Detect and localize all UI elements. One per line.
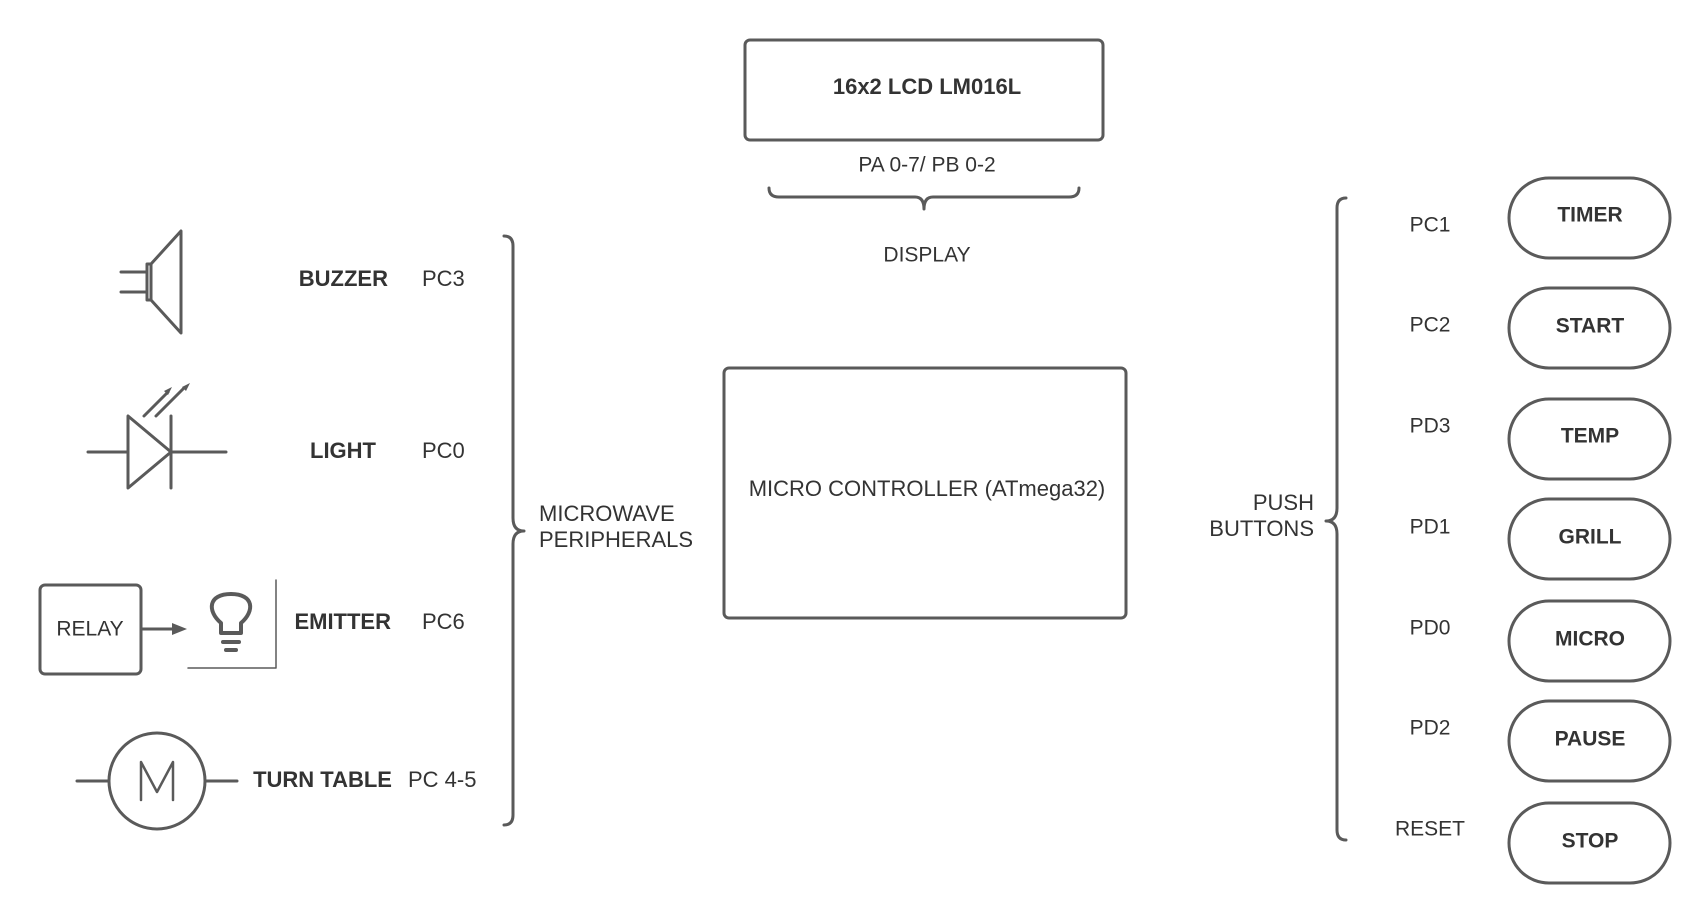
- button-port-timer: PC1: [1410, 214, 1451, 237]
- lightbulb-frame: [187, 579, 277, 669]
- button-port-micro: PD0: [1410, 617, 1451, 640]
- peripheral-port-turn-table: PC 4-5: [408, 767, 476, 792]
- led-icon: [86, 386, 228, 490]
- push-button-temp[interactable]: [1507, 397, 1672, 481]
- button-port-temp: PD3: [1410, 415, 1451, 438]
- lcd-label: 16x2 LCD LM016L: [833, 74, 1021, 99]
- push-button-micro[interactable]: [1507, 599, 1672, 683]
- microcontroller-label: MICRO CONTROLLER (ATmega32): [749, 476, 1106, 501]
- push-buttons-group-label-1: PUSH: [1253, 490, 1314, 515]
- push-button-stop[interactable]: [1507, 801, 1672, 885]
- relay-label: RELAY: [56, 618, 123, 641]
- peripherals-group-label-2: PERIPHERALS: [539, 527, 693, 552]
- push-button-label-start: START: [1556, 315, 1625, 338]
- push-button-label-pause: PAUSE: [1555, 728, 1626, 751]
- peripheral-port-buzzer: PC3: [422, 266, 465, 291]
- peripheral-name-light: LIGHT: [310, 438, 377, 463]
- button-port-stop: RESET: [1395, 818, 1465, 841]
- led-arrowheads: [164, 383, 190, 395]
- lcd-box: [743, 38, 1105, 142]
- peripheral-name-buzzer: BUZZER: [299, 266, 388, 291]
- push-buttons-group-label-2: BUTTONS: [1209, 516, 1314, 541]
- peripheral-name-emitter: EMITTER: [294, 609, 391, 634]
- push-button-start[interactable]: [1507, 286, 1672, 370]
- push-button-label-temp: TEMP: [1561, 425, 1619, 448]
- motor-icon: [75, 731, 239, 831]
- peripherals-group-label-1: MICROWAVE: [539, 501, 675, 526]
- speaker-icon: [119, 229, 183, 335]
- lightbulb-icon: [209, 592, 253, 652]
- push-button-pause[interactable]: [1507, 699, 1672, 783]
- peripheral-port-light: PC0: [422, 438, 465, 463]
- display-brace: [767, 186, 1081, 211]
- display-ports: PA 0-7/ PB 0-2: [858, 154, 995, 177]
- display-label: DISPLAY: [883, 244, 970, 267]
- push-button-grill[interactable]: [1507, 497, 1672, 581]
- push-button-label-micro: MICRO: [1555, 628, 1625, 651]
- push-button-label-grill: GRILL: [1559, 526, 1622, 549]
- push-button-label-timer: TIMER: [1557, 204, 1622, 227]
- relay-arrow-head: [172, 623, 187, 635]
- push-button-timer[interactable]: [1507, 176, 1672, 260]
- button-port-pause: PD2: [1410, 717, 1451, 740]
- microcontroller-box: [722, 366, 1128, 620]
- push-buttons-brace: [1324, 196, 1348, 842]
- peripherals-brace: [502, 234, 526, 827]
- button-port-grill: PD1: [1410, 516, 1451, 539]
- peripheral-port-emitter: PC6: [422, 609, 465, 634]
- peripheral-name-turn-table: TURN TABLE: [253, 767, 392, 792]
- button-port-start: PC2: [1410, 314, 1451, 337]
- push-button-label-stop: STOP: [1562, 830, 1619, 853]
